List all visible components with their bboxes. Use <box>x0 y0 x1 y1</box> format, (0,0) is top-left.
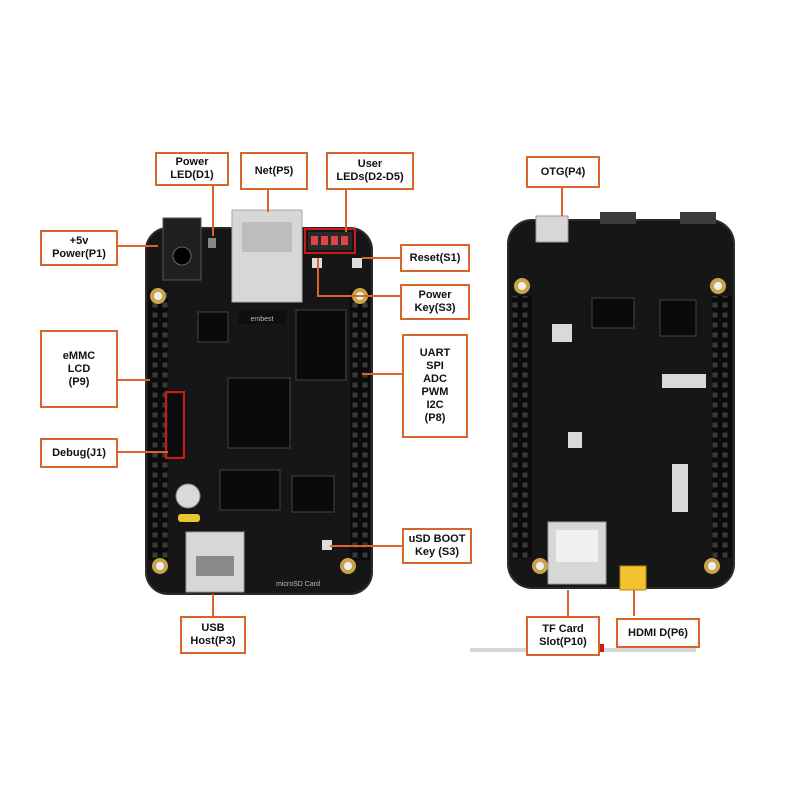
callout-usb-host: USB Host(P3) <box>180 616 246 654</box>
callout-otg: OTG(P4) <box>526 156 600 188</box>
otg-port <box>535 215 569 243</box>
front-silk-card: microSD Card <box>276 581 320 588</box>
footer-mark-red <box>598 644 604 652</box>
back-board <box>507 212 735 591</box>
callout-usd-boot: uSD BOOT Key (S3) <box>402 528 472 564</box>
callout-power-led: Power LED(D1) <box>155 152 229 186</box>
callout-net: Net(P5) <box>240 152 308 190</box>
callout-lines <box>118 186 635 616</box>
callout-uart-spi: UART SPI ADC PWM I2C (P8) <box>402 334 468 438</box>
front-silk-logo: embest <box>251 316 274 323</box>
callout-5v-power: +5v Power(P1) <box>40 230 118 266</box>
header-p9 <box>148 290 168 560</box>
callout-emmc-lcd: eMMC LCD (P9) <box>40 330 118 408</box>
front-board: embest microSD Card <box>145 209 373 595</box>
callout-hdmi: HDMI D(P6) <box>616 618 700 648</box>
hdmi-port <box>619 565 647 591</box>
callout-user-leds: User LEDs(D2-D5) <box>326 152 414 190</box>
callout-debug: Debug(J1) <box>40 438 118 468</box>
callout-reset: Reset(S1) <box>400 244 470 272</box>
header-p8 <box>350 290 370 560</box>
callout-power-key: Power Key(S3) <box>400 284 470 320</box>
callout-tf-card: TF Card Slot(P10) <box>526 616 600 656</box>
debug-header <box>168 394 182 456</box>
